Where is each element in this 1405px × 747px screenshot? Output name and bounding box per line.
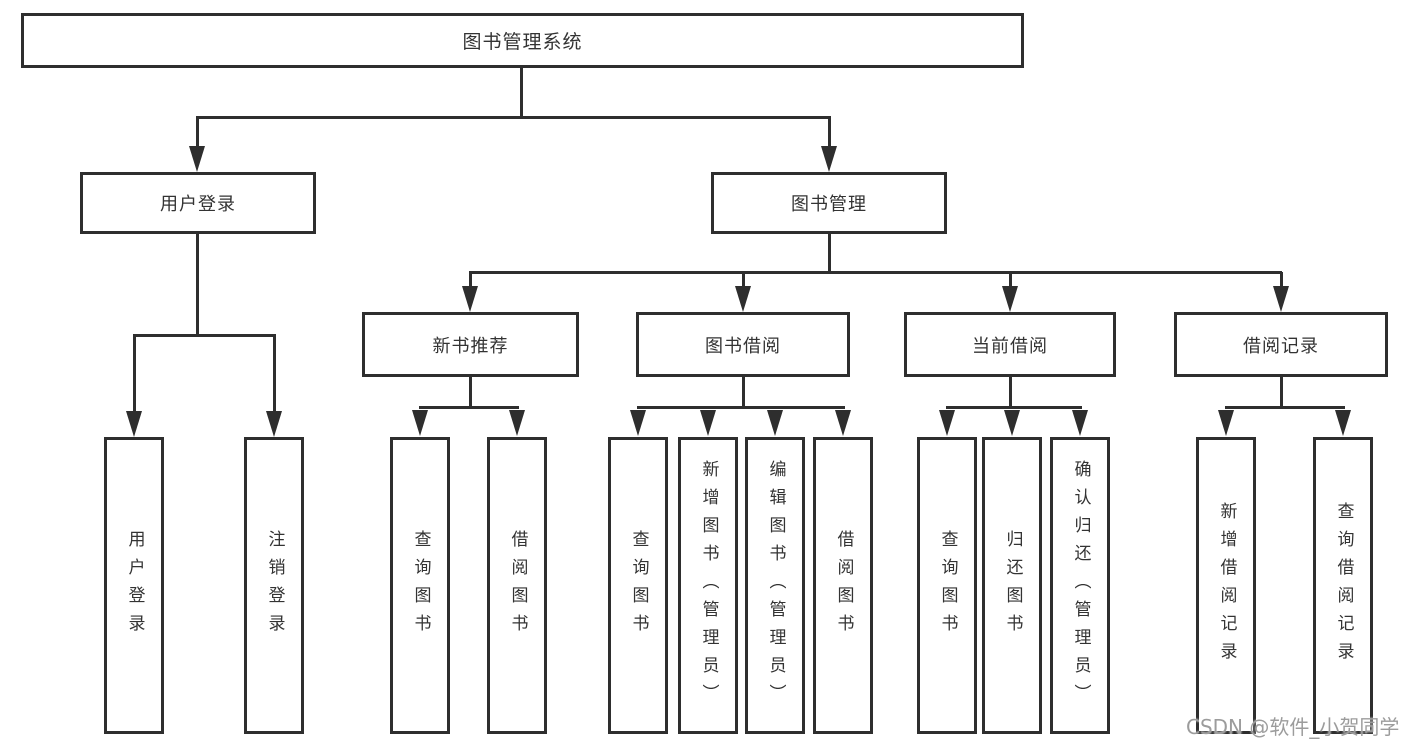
node-book-borrowing: 图书借阅 — [636, 312, 850, 377]
connector-line — [828, 232, 831, 273]
node-borrowing-records: 借阅记录 — [1174, 312, 1388, 377]
connector-line — [196, 232, 199, 336]
arrowhead — [189, 146, 205, 172]
connector-line — [1280, 375, 1283, 409]
leaf-borrowing-query-books: 查询图书 — [608, 437, 668, 734]
leaf-current-return-books-label: 归还图书 — [1002, 529, 1023, 642]
node-current-borrowing: 当前借阅 — [904, 312, 1116, 377]
connector-line — [946, 406, 1082, 409]
connector-line — [1009, 375, 1012, 409]
csdn-watermark: CSDN @软件_小贺同学 — [1186, 715, 1400, 739]
node-library-system-label: 图书管理系统 — [462, 31, 583, 53]
leaf-current-query-books-label: 查询图书 — [937, 529, 958, 642]
leaf-current-return-books: 归还图书 — [982, 437, 1042, 734]
connector-line — [1225, 406, 1345, 409]
node-borrowing-records-label: 借阅记录 — [1243, 335, 1319, 357]
arrowhead — [1072, 410, 1088, 436]
arrowhead — [1335, 410, 1351, 436]
leaf-records-query-record: 查询借阅记录 — [1313, 437, 1373, 734]
connector-line — [469, 375, 472, 409]
leaf-borrowing-query-books-label: 查询图书 — [628, 529, 649, 642]
node-current-borrowing-label: 当前借阅 — [972, 335, 1048, 357]
leaf-borrowing-edit-books: 编辑图书（管理员） — [745, 437, 805, 734]
leaf-recommend-borrow-books-label: 借阅图书 — [507, 529, 528, 642]
arrowhead — [735, 286, 751, 312]
leaf-records-add-record: 新增借阅记录 — [1196, 437, 1256, 734]
arrowhead — [412, 410, 428, 436]
arrowhead — [821, 146, 837, 172]
connector-line — [637, 406, 845, 409]
leaf-recommend-query-books-label: 查询图书 — [410, 529, 431, 642]
leaf-logout: 注销登录 — [244, 437, 304, 734]
leaf-borrowing-edit-books-label: 编辑图书（管理员） — [765, 459, 786, 712]
arrowhead — [126, 411, 142, 437]
connector-line — [828, 117, 831, 148]
connector-line — [196, 116, 831, 119]
node-library-system: 图书管理系统 — [21, 13, 1024, 68]
leaf-borrowing-borrow-books-label: 借阅图书 — [833, 529, 854, 642]
arrowhead — [1218, 410, 1234, 436]
connector-line — [133, 334, 276, 337]
connector-line — [1280, 272, 1283, 288]
connector-line — [520, 66, 523, 118]
leaf-user-login: 用户登录 — [104, 437, 164, 734]
leaf-current-confirm-return-label: 确认归还（管理员） — [1070, 459, 1091, 712]
leaf-records-query-record-label: 查询借阅记录 — [1333, 501, 1354, 670]
arrowhead — [1004, 410, 1020, 436]
connector-line — [469, 272, 472, 288]
leaf-recommend-borrow-books: 借阅图书 — [487, 437, 547, 734]
arrowhead — [700, 410, 716, 436]
connector-line — [742, 375, 745, 409]
node-new-book-recommend: 新书推荐 — [362, 312, 579, 377]
connector-line — [1009, 272, 1012, 288]
leaf-current-confirm-return: 确认归还（管理员） — [1050, 437, 1110, 734]
arrowhead — [767, 410, 783, 436]
connector-line — [196, 117, 199, 148]
connector-line — [742, 272, 745, 288]
leaf-logout-label: 注销登录 — [264, 529, 285, 642]
leaf-borrowing-add-books: 新增图书（管理员） — [678, 437, 738, 734]
leaf-records-add-record-label: 新增借阅记录 — [1216, 501, 1237, 670]
leaf-recommend-query-books: 查询图书 — [390, 437, 450, 734]
leaf-borrowing-add-books-label: 新增图书（管理员） — [698, 459, 719, 712]
arrowhead — [462, 286, 478, 312]
node-new-book-recommend-label: 新书推荐 — [432, 335, 509, 357]
leaf-borrowing-borrow-books: 借阅图书 — [813, 437, 873, 734]
connector-line — [133, 335, 136, 413]
arrowhead — [266, 411, 282, 437]
leaf-user-login-label: 用户登录 — [124, 529, 145, 642]
arrowhead — [939, 410, 955, 436]
node-user-login-label: 用户登录 — [160, 194, 236, 215]
node-book-borrowing-label: 图书借阅 — [705, 335, 781, 357]
leaf-current-query-books: 查询图书 — [917, 437, 977, 734]
connector-line — [273, 335, 276, 413]
connector-line — [419, 406, 519, 409]
arrowhead — [1273, 286, 1289, 312]
arrowhead — [630, 410, 646, 436]
node-user-login: 用户登录 — [80, 172, 316, 234]
node-book-management-label: 图书管理 — [791, 194, 867, 215]
connector-line — [469, 271, 1282, 274]
node-book-management: 图书管理 — [711, 172, 947, 234]
arrowhead — [1002, 286, 1018, 312]
arrowhead — [835, 410, 851, 436]
arrowhead — [509, 410, 525, 436]
